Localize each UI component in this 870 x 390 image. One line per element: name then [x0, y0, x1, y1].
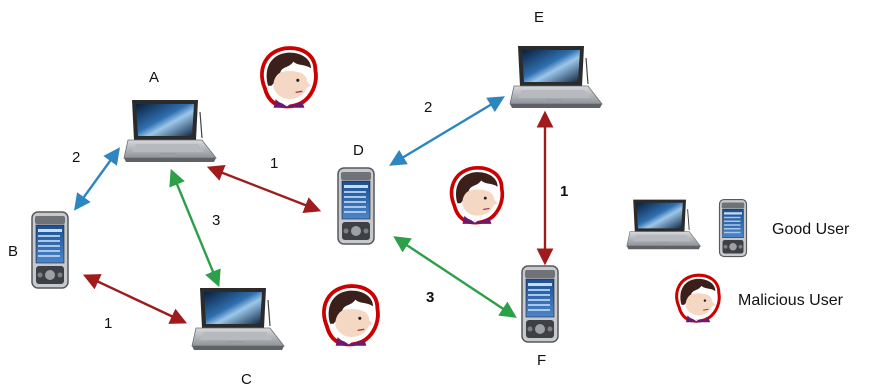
pda-icon — [337, 167, 375, 245]
edge-label-a-c: 3 — [212, 212, 220, 229]
laptop-icon — [191, 287, 285, 351]
laptop-icon — [626, 199, 701, 250]
edge-label-b-c: 1 — [104, 315, 112, 332]
legend-good-user-label: Good User — [772, 221, 850, 238]
malicious-user-icon — [322, 284, 380, 348]
malicious-user-icon — [675, 273, 721, 324]
node-label-d: D — [353, 142, 364, 159]
legend-malicious-user: Malicious User — [675, 273, 844, 324]
edge-a-b: 2 — [72, 147, 120, 211]
node-e: E — [509, 9, 603, 109]
edge-label-a-d: 1 — [270, 155, 278, 172]
node-a: A — [123, 69, 217, 163]
legend: Good User Malicious User — [626, 198, 850, 324]
edge-e-f: 1 — [536, 110, 568, 266]
legend-malicious-user-label: Malicious User — [738, 292, 844, 309]
edge-d-f: 3 — [393, 236, 517, 318]
edge-label-d-e: 2 — [424, 99, 432, 116]
node-f: F — [521, 265, 559, 369]
malicious-user-icon — [449, 166, 505, 226]
pda-icon — [718, 198, 748, 258]
laptop-icon — [509, 45, 603, 109]
laptop-icon — [123, 99, 217, 163]
pda-icon — [521, 265, 559, 343]
node-label-e: E — [534, 9, 544, 26]
node-label-b: B — [8, 243, 18, 260]
pda-icon — [31, 211, 69, 289]
edge-b-c: 1 — [82, 274, 188, 332]
node-d: D — [337, 142, 375, 245]
node-c: C — [191, 287, 285, 388]
node-label-c: C — [241, 371, 252, 388]
node-b: B — [8, 211, 69, 289]
edge-d-e: 2 — [389, 96, 505, 166]
edge-a-c: 3 — [169, 168, 221, 288]
node-label-a: A — [149, 69, 159, 86]
edge-label-a-b: 2 — [72, 149, 80, 166]
edge-label-e-f: 1 — [560, 183, 568, 200]
legend-good-user: Good User — [626, 198, 850, 258]
edge-label-d-f: 3 — [426, 289, 434, 306]
malicious-user-icon — [260, 46, 318, 110]
edge-a-d: 1 — [206, 155, 322, 213]
node-label-f: F — [537, 352, 546, 369]
